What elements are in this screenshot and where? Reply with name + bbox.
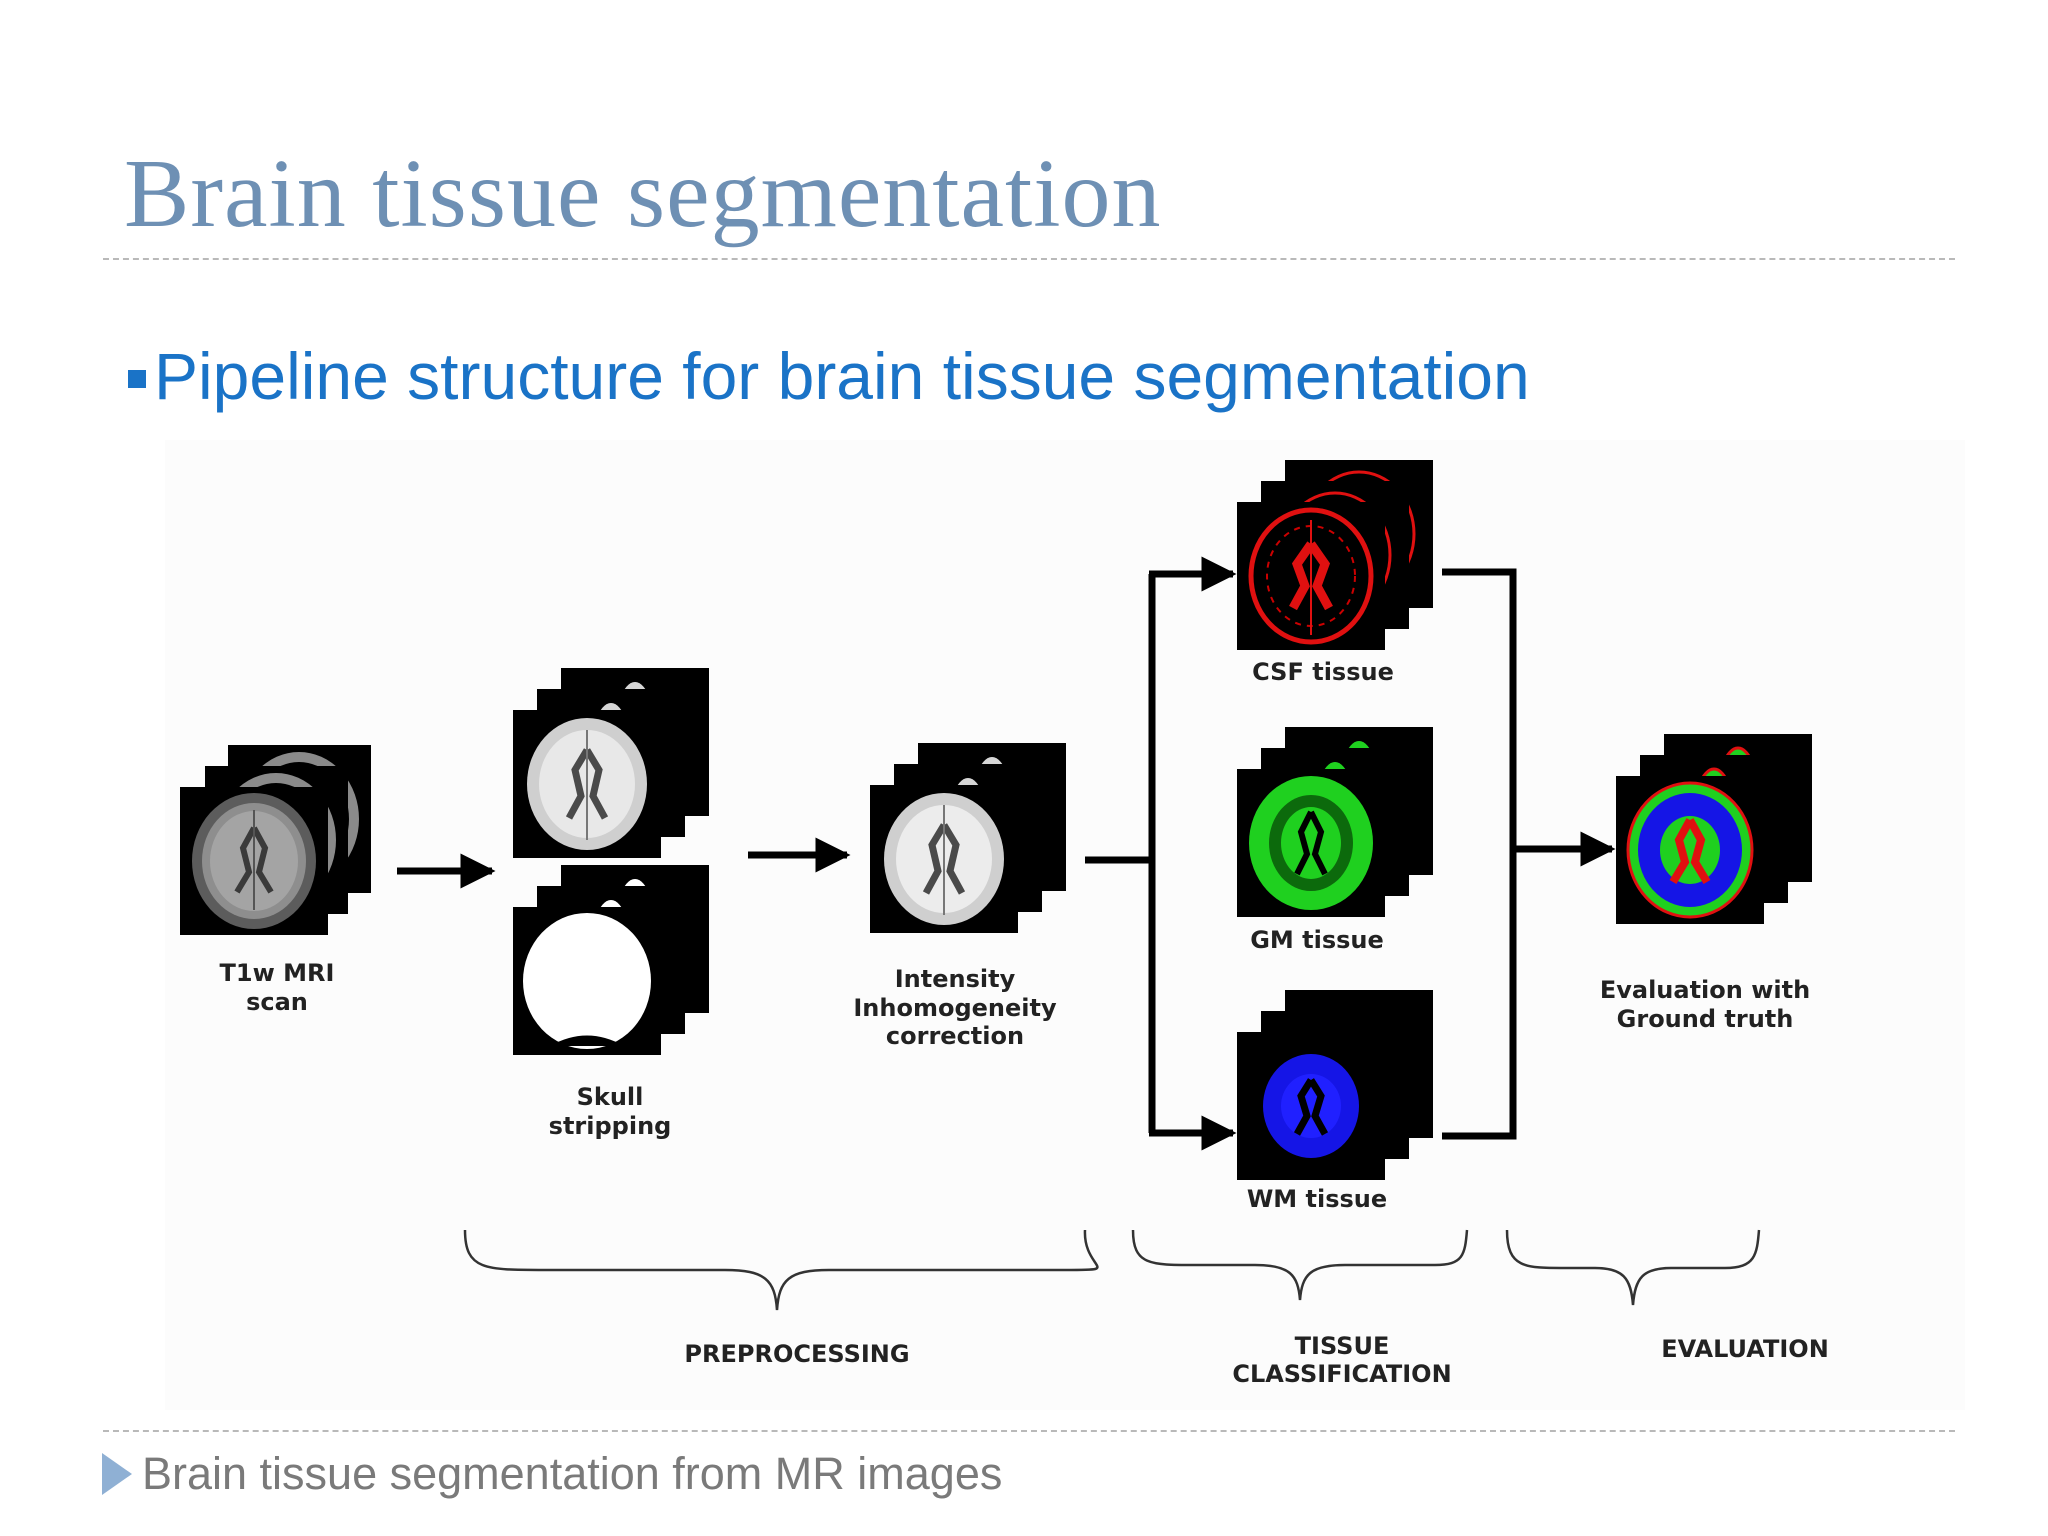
skull-stripped-stack	[513, 668, 709, 858]
title-divider	[103, 258, 1955, 260]
footer-divider	[103, 1430, 1955, 1432]
label-evaluation-line1: Evaluation with	[1600, 976, 1810, 1004]
csf-tissue-stack	[1237, 460, 1433, 650]
label-t1w-line1: T1w MRI	[220, 959, 335, 987]
merge-line	[1442, 568, 1517, 1140]
bullet-item: Pipeline structure for brain tissue segm…	[128, 338, 1530, 414]
footer-text: Brain tissue segmentation from MR images	[142, 1448, 1003, 1499]
gm-tissue-stack	[1237, 727, 1433, 917]
label-gm: GM tissue	[1250, 926, 1384, 954]
group-preprocessing: PREPROCESSING	[684, 1340, 909, 1368]
label-intensity-line3: correction	[886, 1022, 1024, 1050]
label-evaluation-line2: Ground truth	[1617, 1005, 1794, 1033]
label-skull-line1: Skull	[577, 1083, 644, 1111]
pipeline-figure: T1w MRI scan Skull stripping Intensity I…	[165, 440, 1965, 1410]
label-csf: CSF tissue	[1252, 658, 1394, 686]
wm-tissue-stack	[1237, 990, 1433, 1180]
triangle-bullet-icon	[102, 1453, 132, 1495]
stage-braces	[463, 1229, 1761, 1311]
label-wm: WM tissue	[1247, 1185, 1387, 1213]
bullet-text: Pipeline structure for brain tissue segm…	[154, 339, 1530, 413]
brace-preprocessing	[463, 1229, 1099, 1311]
brace-tissue-classification	[1131, 1229, 1469, 1301]
intensity-corrected-stack	[870, 743, 1066, 933]
label-intensity-line1: Intensity	[895, 965, 1016, 993]
slide-title: Brain tissue segmentation	[124, 140, 1162, 248]
group-tissue-line1: TISSUE	[1295, 1332, 1390, 1360]
group-evaluation: EVALUATION	[1661, 1335, 1829, 1363]
brain-mask-stack	[513, 865, 709, 1055]
t1w-mri-stack	[180, 745, 371, 935]
pipeline-connectors	[397, 556, 1616, 1151]
square-bullet-icon	[128, 370, 146, 388]
brace-evaluation	[1505, 1229, 1761, 1306]
footer: Brain tissue segmentation from MR images	[102, 1448, 1002, 1500]
group-tissue-line2: CLASSIFICATION	[1232, 1360, 1451, 1388]
pipeline-diagram: T1w MRI scan Skull stripping Intensity I…	[180, 460, 1829, 1388]
label-t1w-line2: scan	[246, 988, 308, 1016]
label-skull-line2: stripping	[549, 1112, 672, 1140]
label-intensity-line2: Inhomogeneity	[853, 994, 1057, 1022]
evaluation-stack	[1616, 734, 1812, 924]
